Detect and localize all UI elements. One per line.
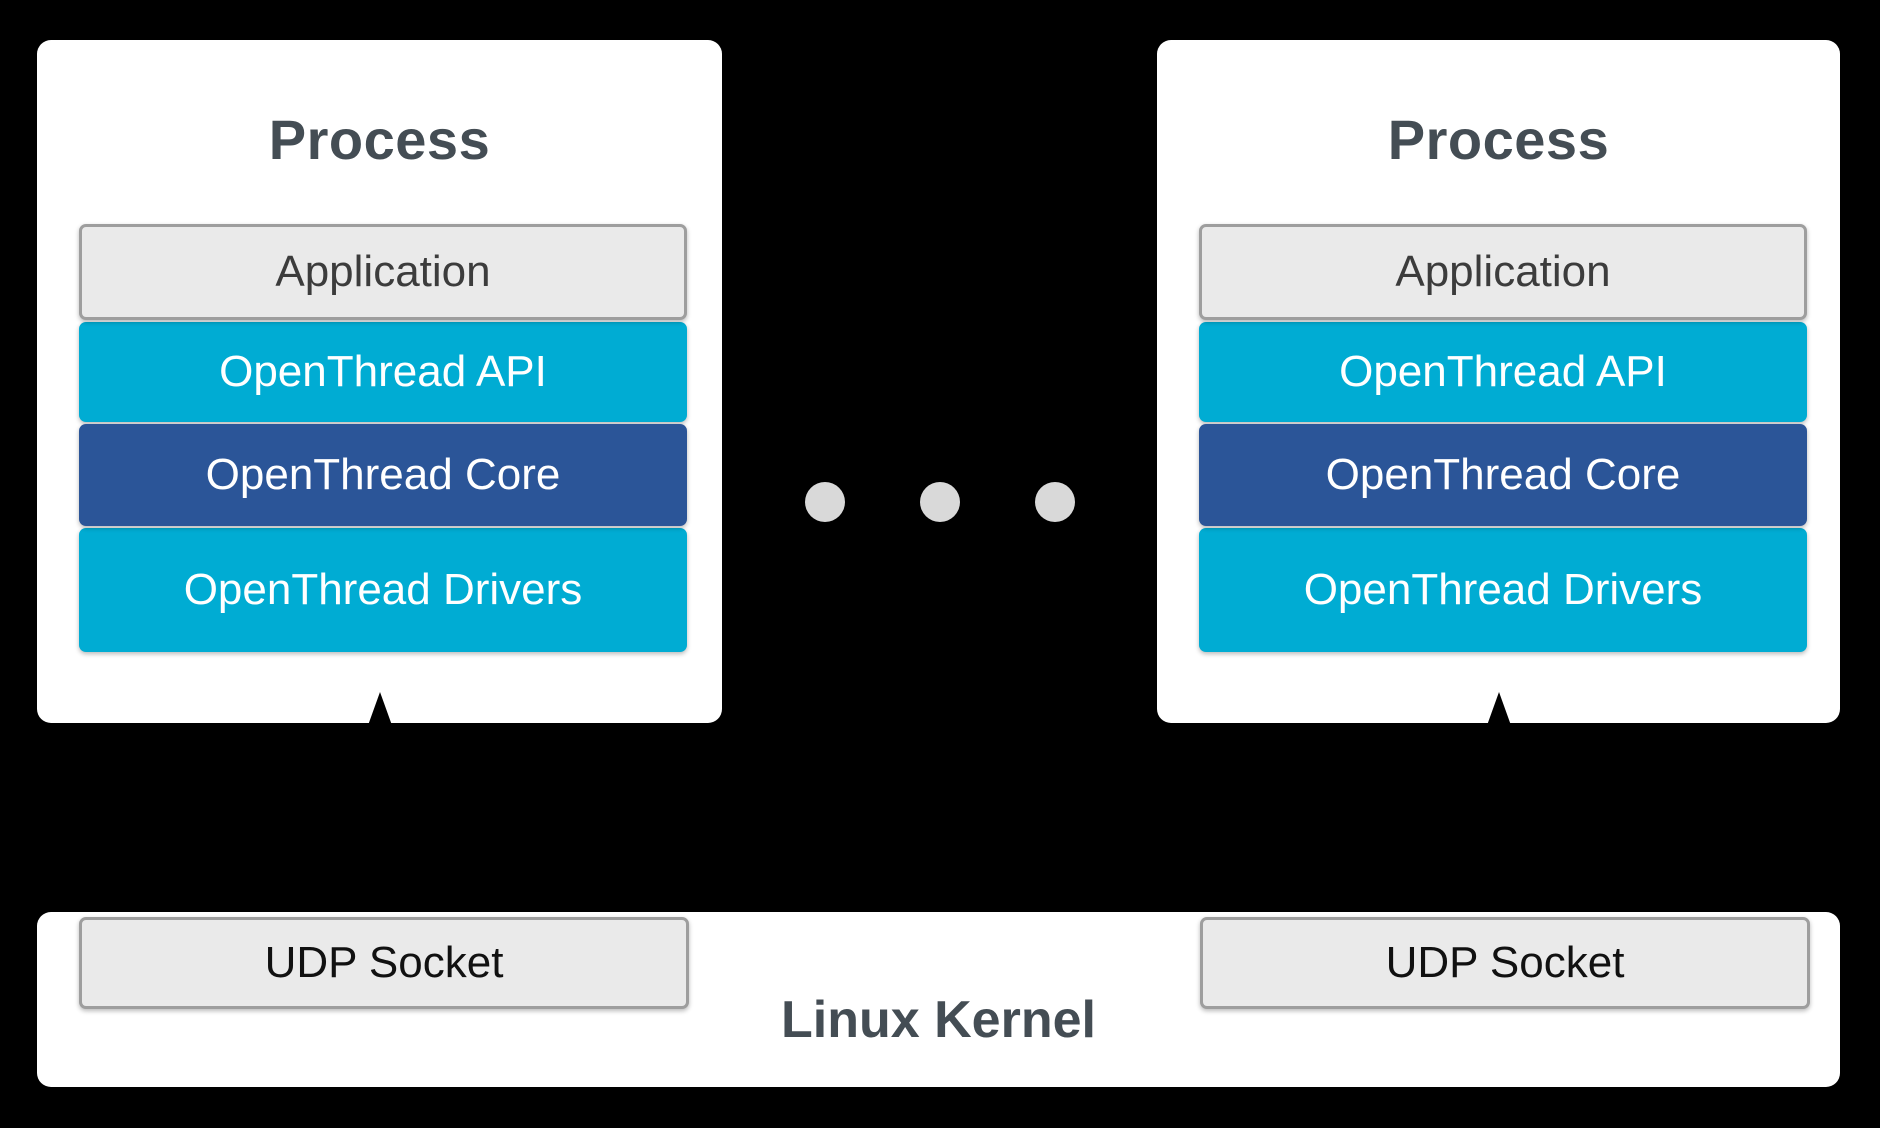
udp-socket-label: UDP Socket	[264, 938, 504, 987]
udp-socket-box-right[interactable]: UDP Socket	[1200, 917, 1810, 1009]
layer-openthread-api-left[interactable]: OpenThread API	[79, 322, 687, 422]
process-title-right: Process	[1387, 108, 1610, 171]
layer-application-right[interactable]: Application	[1199, 224, 1807, 320]
layer-stack-right: Application OpenThread API OpenThread Co…	[1199, 224, 1807, 652]
kernel-panel: UDP Socket Linux Kernel UDP Socket	[37, 912, 1840, 1087]
dot-3	[1034, 482, 1075, 522]
udp-socket-box-left[interactable]: UDP Socket	[79, 917, 689, 1009]
layer-openthread-drivers-left[interactable]: OpenThread Drivers	[79, 528, 687, 652]
process-title-left: Process	[268, 108, 491, 171]
layer-label: Application	[275, 247, 491, 296]
dot-1	[804, 482, 845, 522]
udp-socket-label: UDP Socket	[1385, 938, 1625, 987]
layer-openthread-core-left[interactable]: OpenThread Core	[79, 424, 687, 526]
layer-application-left[interactable]: Application	[79, 224, 687, 320]
layer-stack-left: Application OpenThread API OpenThread Co…	[79, 224, 687, 652]
layer-label: OpenThread Core	[205, 450, 561, 499]
layer-label: OpenThread Core	[1325, 450, 1681, 499]
kernel-title: Linux Kernel	[781, 991, 1096, 1049]
layer-label: OpenThread Drivers	[183, 565, 583, 614]
ellipsis-dots-icon	[722, 480, 1157, 524]
layer-label: OpenThread Drivers	[1303, 565, 1703, 614]
layer-label: OpenThread API	[1339, 347, 1667, 396]
layer-openthread-drivers-right[interactable]: OpenThread Drivers	[1199, 528, 1807, 652]
layer-openthread-api-right[interactable]: OpenThread API	[1199, 322, 1807, 422]
layer-label: OpenThread API	[219, 347, 547, 396]
process-panel-left: Process Application OpenThread API OpenT…	[37, 40, 722, 990]
process-panel-right: Process Application OpenThread API OpenT…	[1157, 40, 1840, 990]
dot-2	[919, 482, 960, 522]
layer-openthread-core-right[interactable]: OpenThread Core	[1199, 424, 1807, 526]
layer-label: Application	[1395, 247, 1611, 296]
